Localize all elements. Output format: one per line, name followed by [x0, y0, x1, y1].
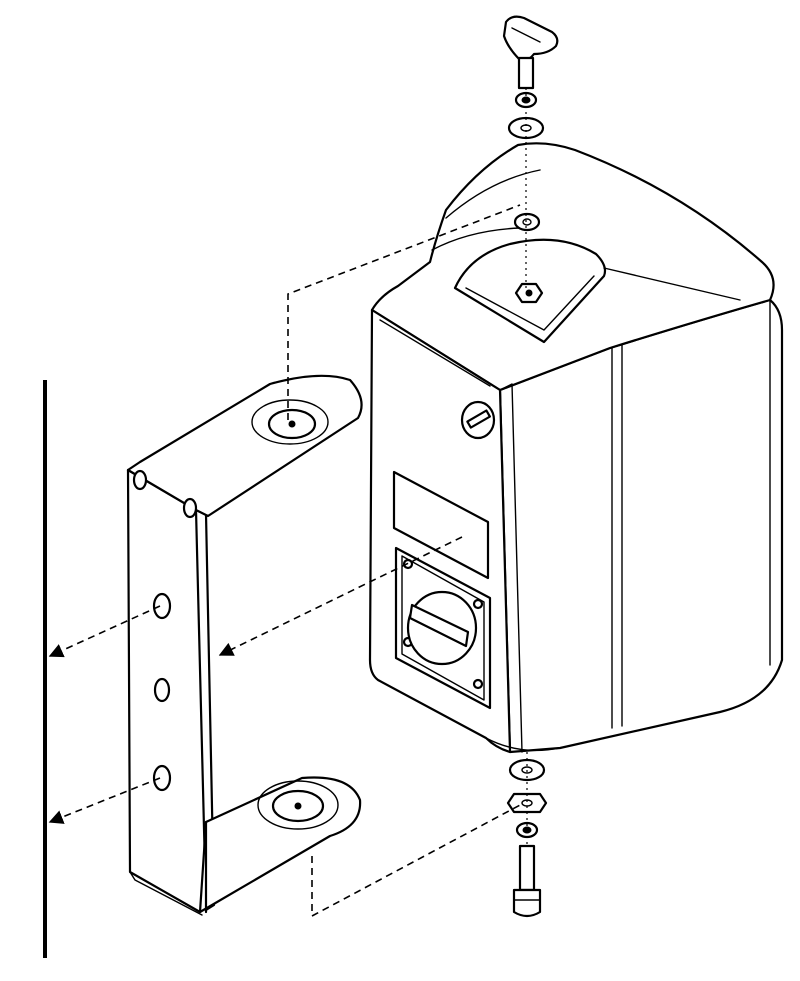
assembly-guides: [48, 88, 528, 918]
top-hardware: [502, 15, 559, 232]
speaker-cabinet: [368, 142, 784, 754]
bracket-hole-lower: [152, 764, 172, 792]
bracket-hole-upper: [152, 592, 172, 620]
bracket-hole-middle: [153, 677, 171, 703]
cabinet-label-plate: [392, 470, 490, 580]
top-washer: [507, 116, 545, 140]
u-bracket: [126, 374, 363, 916]
bracket-bottom-arm: [198, 776, 362, 914]
cabinet-top: [370, 142, 775, 392]
top-knob-icon: [502, 15, 559, 62]
